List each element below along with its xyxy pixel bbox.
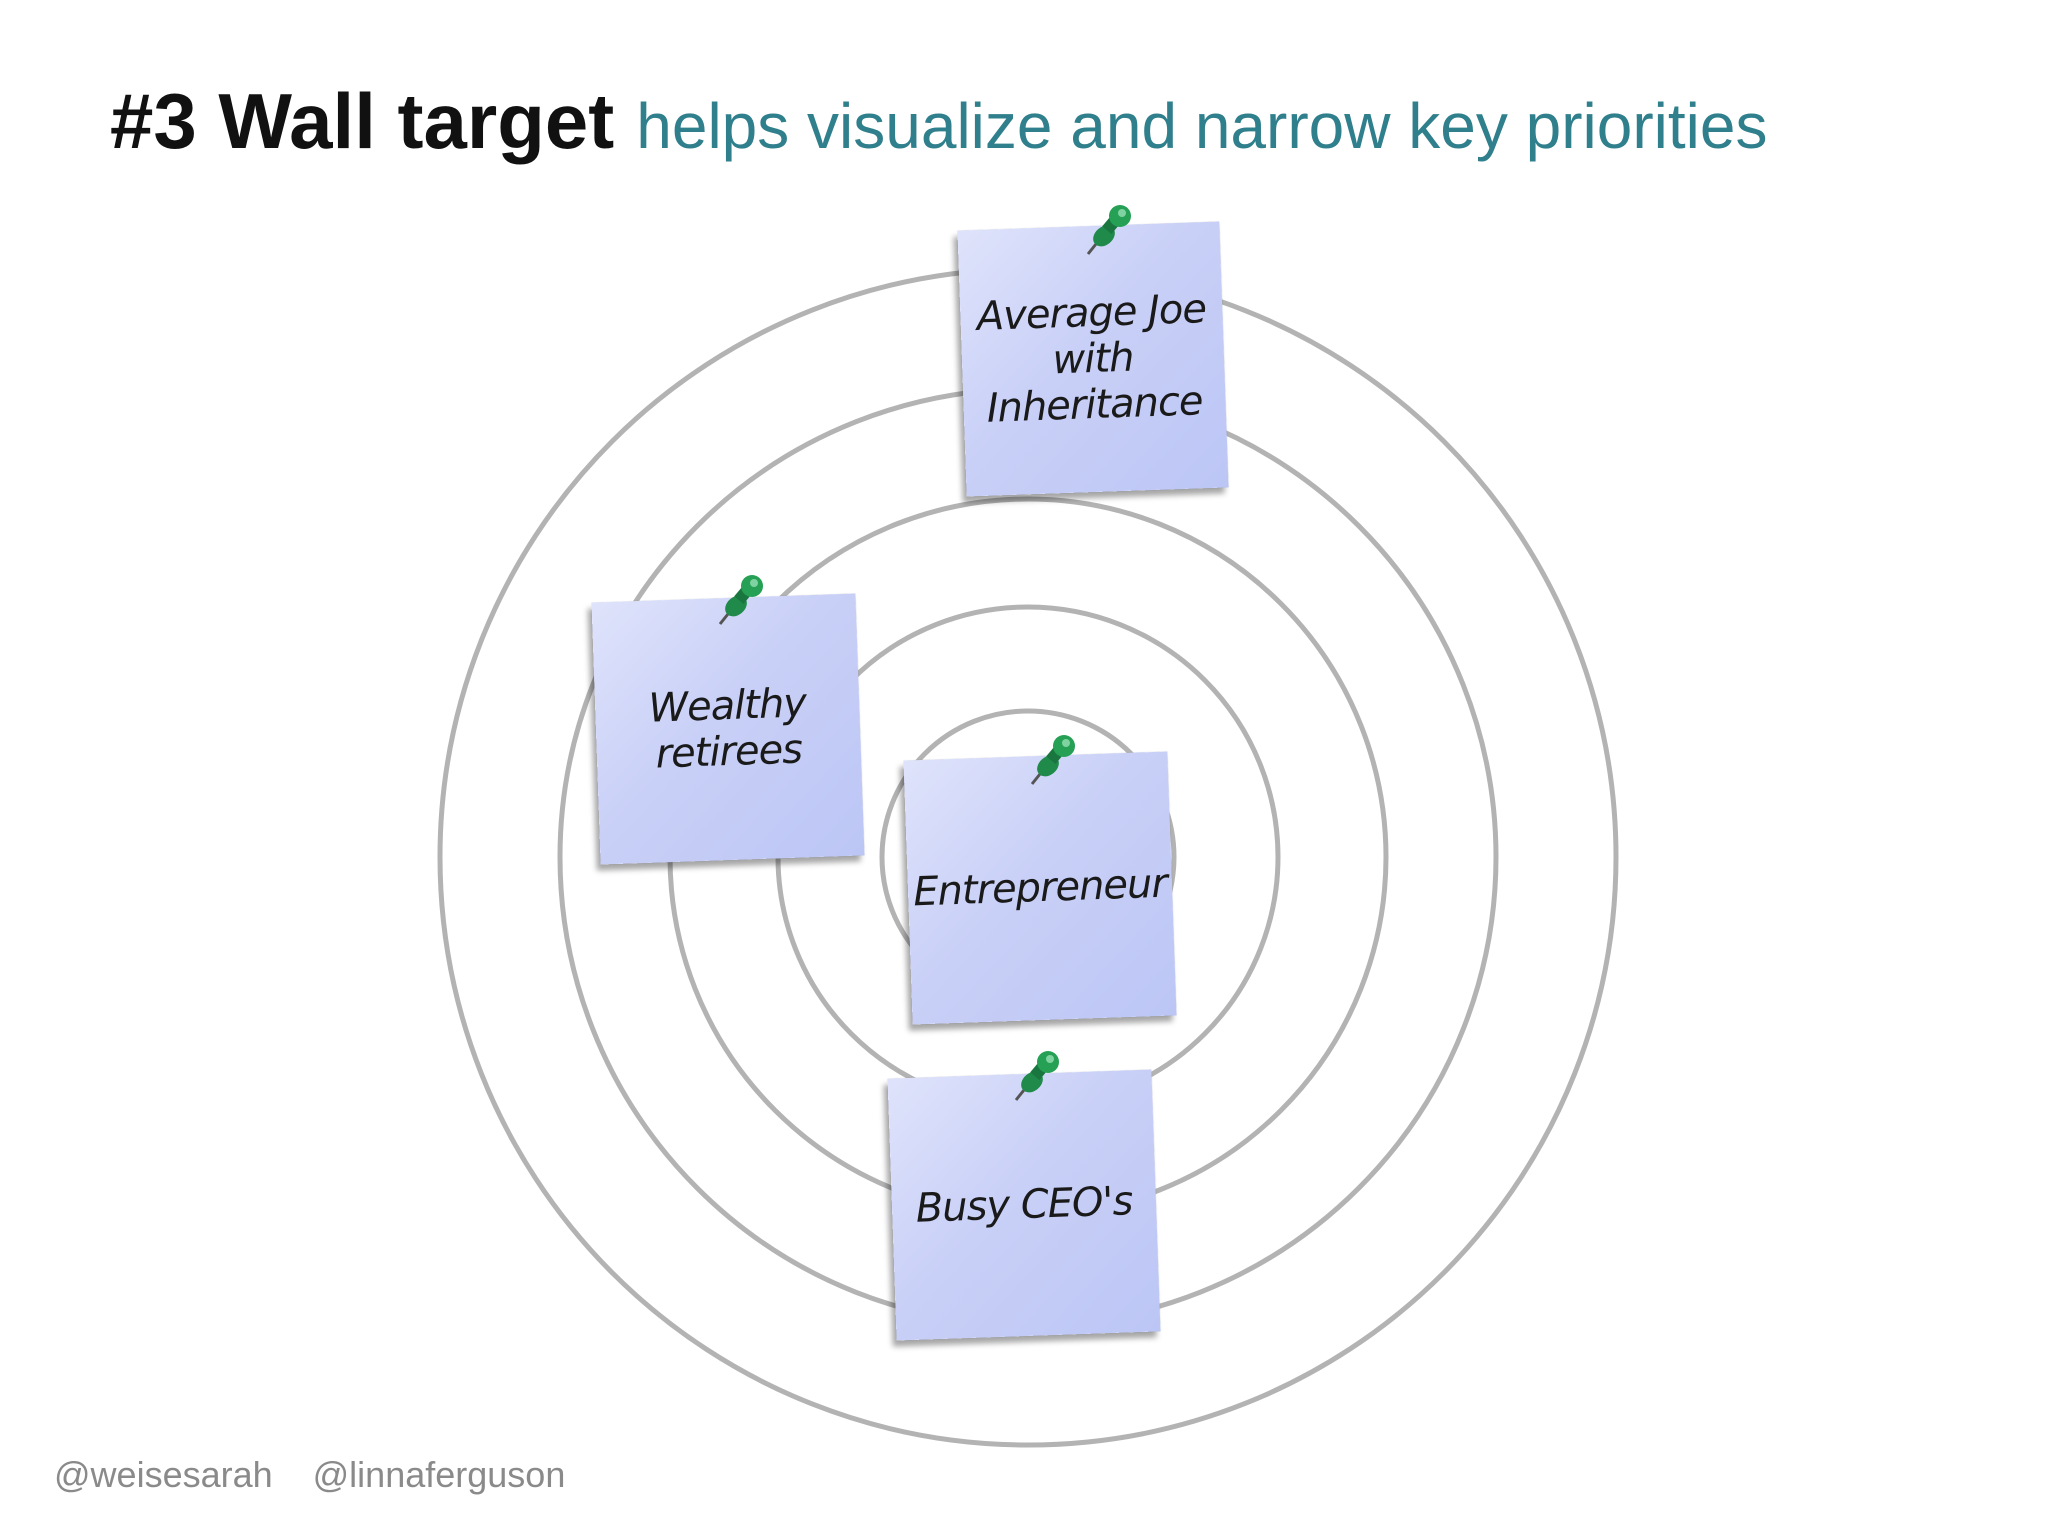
title-subtitle: helps visualize and narrow key prioritie…	[636, 90, 1768, 162]
footer-handle: @weisesarah	[54, 1454, 273, 1495]
sticky-note-entrepreneur: Entrepreneur	[903, 751, 1177, 1025]
footer-handle: @linnaferguson	[312, 1454, 566, 1495]
sticky-note-busy-ceos: Busy CEO's	[887, 1069, 1161, 1341]
note-label: Wealthy retirees	[647, 680, 807, 778]
title-main: #3 Wall target	[110, 77, 615, 165]
footer-credits: @weisesarah @linnaferguson	[54, 1454, 565, 1496]
pushpin-icon	[1030, 735, 1075, 785]
note-label: Average Joe with Inheritance	[976, 286, 1207, 432]
pushpin-icon	[718, 575, 763, 625]
pushpin-icon	[1014, 1051, 1059, 1101]
sticky-note-wealthy-retirees: Wealthy retirees	[591, 593, 865, 865]
note-label: Busy CEO's	[914, 1178, 1134, 1232]
sticky-note-average-joe: Average Joe with Inheritance	[957, 221, 1229, 497]
pushpin-icon	[1086, 205, 1131, 255]
note-label: Entrepreneur	[912, 860, 1168, 916]
